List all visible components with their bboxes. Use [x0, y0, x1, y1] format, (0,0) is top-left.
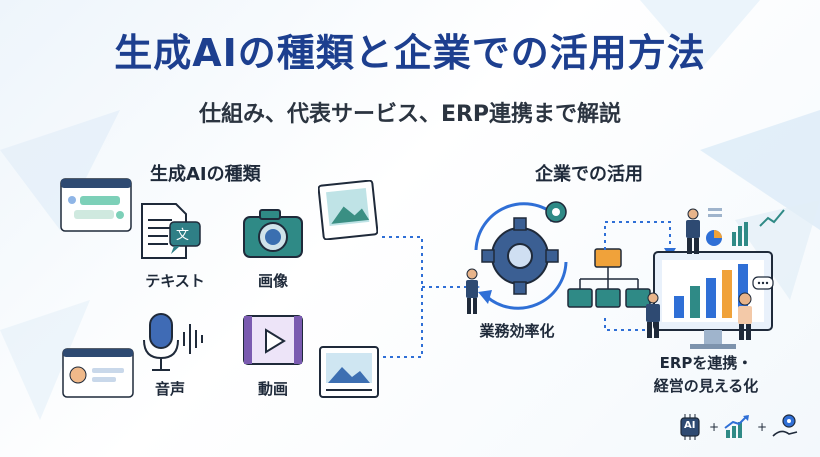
- person-presenter-icon: [646, 292, 660, 338]
- usage-label-efficiency: 業務効率化: [479, 322, 555, 340]
- page-title: 生成AIの種類と企業での活用方法: [114, 31, 706, 75]
- ai-chip-icon: [680, 414, 700, 440]
- plus-sign-2: +: [757, 420, 768, 434]
- type-label-image: 画像: [257, 272, 288, 290]
- profile-window-icon: [62, 348, 134, 398]
- ai-chip-text: AI: [684, 420, 696, 431]
- type-label-video: 動画: [257, 380, 288, 398]
- section-heading-usage: 企業での活用: [535, 164, 643, 185]
- camera-icon: [243, 209, 303, 258]
- type-label-audio: 音声: [154, 380, 185, 398]
- org-chart-icon: [567, 248, 651, 308]
- plus-sign: +: [709, 420, 720, 434]
- usage-label-erp-line2: 経営の見える化: [653, 377, 759, 395]
- type-label-text: テキスト: [145, 272, 205, 290]
- growth-chart-icon: [724, 415, 749, 438]
- page-subtitle: 仕組み、代表サービス、ERP連携まで解説: [198, 102, 622, 127]
- usage-label-erp-line1: ERPを連携・: [659, 354, 753, 372]
- section-heading-types: 生成AIの種類: [150, 164, 261, 185]
- mini-charts-icon: [706, 208, 785, 246]
- image-player-icon: [319, 346, 379, 398]
- microphone-icon: [143, 313, 203, 371]
- svg-text:文: 文: [176, 228, 189, 243]
- video-play-icon: [243, 315, 303, 365]
- dashboard-monitor-icon: [653, 251, 773, 349]
- person-tablet-icon: [686, 208, 700, 254]
- text-translate-icon: 文: [141, 203, 201, 259]
- gears-icon: [474, 201, 568, 310]
- chat-bubble-icon: [752, 276, 774, 290]
- hand-gear-icon: [772, 414, 798, 437]
- chat-window-icon: [60, 178, 132, 232]
- person-woman-icon: [738, 292, 752, 340]
- bottom-badges: AI + +: [677, 412, 807, 442]
- photo-frame-icon: [318, 180, 378, 240]
- person-icon: [466, 268, 478, 314]
